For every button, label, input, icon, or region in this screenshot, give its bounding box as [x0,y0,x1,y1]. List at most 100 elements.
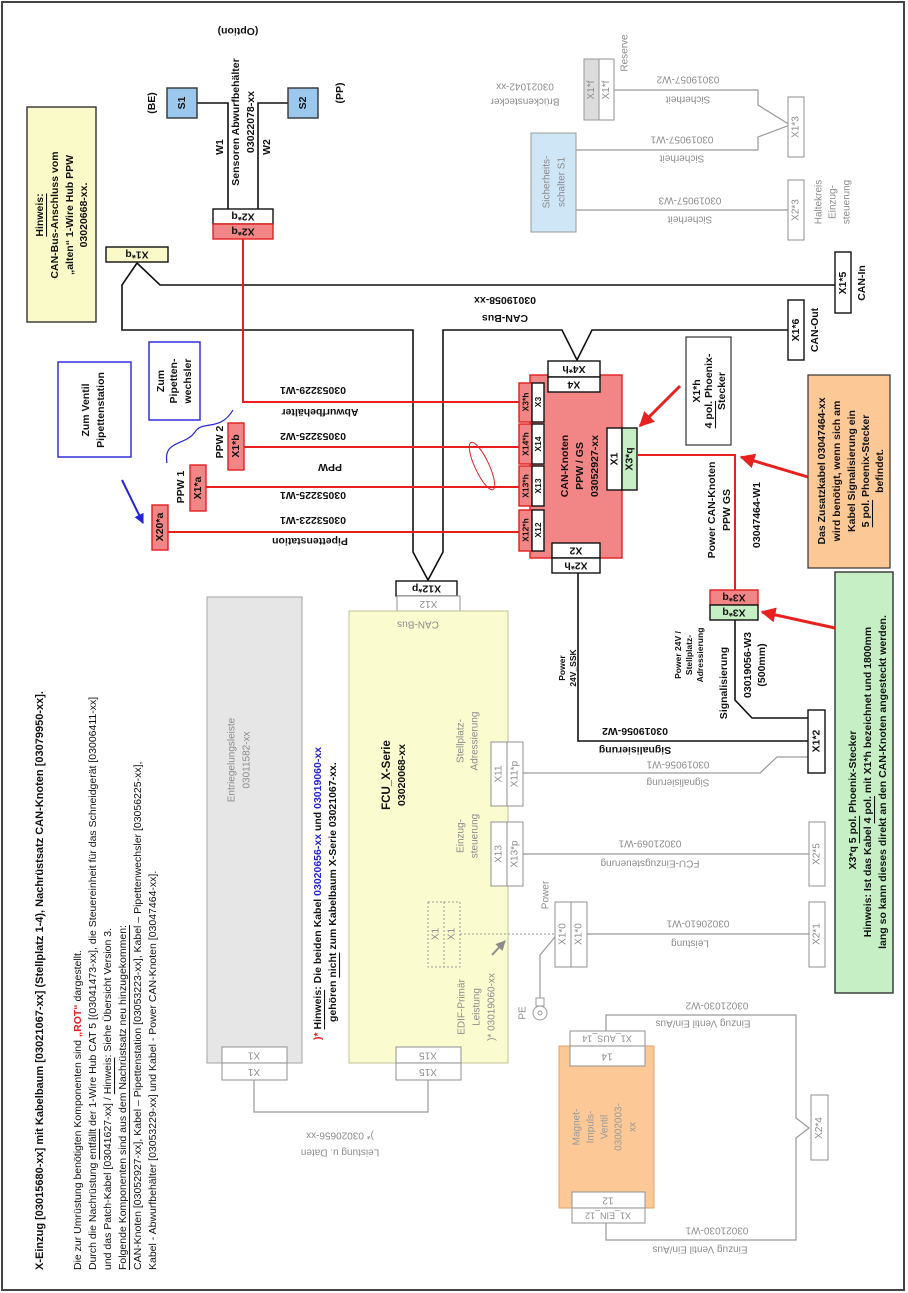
valve-label: 03002003- [614,1103,625,1151]
sensor-s1 [166,87,198,119]
haltekreis-label: Einzug- [828,185,839,219]
valve-label: Impuls- [586,1111,597,1144]
wire-label: Sicherheit [660,153,705,164]
connector-label: X1 [247,1066,260,1077]
connector-x11p [506,741,524,807]
power-cable-label: PPW GS [721,489,733,531]
connector-label: X1*b [230,434,242,457]
hinweis-line: 03020668-xx. [78,183,90,248]
edif-label: Leistung [472,988,483,1026]
connector-label: X1 [609,452,621,465]
wire-label: Sicherheit [666,94,711,105]
connector-x1b [227,422,245,471]
connector-label: X12 [533,522,543,537]
haltekreis-label: steuerung [842,180,853,224]
option-label: (Option) [218,25,259,37]
wire-label: FCU-Einzugsteuerung [601,858,700,869]
connector-x15 [395,1062,462,1081]
connector-label: X1*6 [790,318,802,341]
power-can-cable: Power CAN-Knoten PPW GS 03047464-W1 X3*q… [637,454,763,621]
connector-label: X3*h [521,393,531,412]
connector-label: X1*3 [791,116,802,138]
wire-label: 03019057-W2 [656,74,719,85]
connector-label: X11*p [510,760,521,787]
valve-box [558,1045,655,1209]
valve-label: xx [628,1122,639,1132]
edif-label: EDIF-Primär [457,979,468,1035]
hinweis-title: Hinweis: [34,193,46,236]
brace-icon [166,409,234,464]
notes-block: X-Einzug [03015680-xx] mit Kabelbaum [03… [34,691,159,1270]
connector-label: X13*h [521,474,531,498]
entriegelung-label: Entriegelungsleiste [227,717,238,802]
gray-arrow-icon [491,940,506,956]
fcu-box [348,610,509,1064]
hinweis-line: „alten“ 1-Wire Hub PPW [64,155,76,275]
connector-label: X3*q [722,592,745,604]
phoenix-note-line: X1*h [691,379,703,402]
can-out-label: CAN-Out [809,307,821,352]
valve-label: Magnet- [572,1109,583,1146]
wire-label: 03053223-W1 [280,514,346,526]
connector-x1q [105,246,169,263]
fcu-port-label: Stellplatz- [456,719,467,763]
connector-label: X1 [447,927,458,940]
connector-x3q [621,427,638,491]
connector-x1-6 [787,299,805,361]
wire-label: 03021030-W2 [685,1000,748,1011]
red-arrow-icon [739,453,809,479]
connector-label: X11 [494,765,505,782]
connector-label: X2*3 [791,199,802,221]
power-cable-part: 03047464-W1 [751,482,763,548]
connector-x2-3 [787,179,805,241]
sensor-s2 [287,87,319,119]
power-addr-label: Adressierung [695,628,705,683]
connector-label: X2*q [231,211,254,223]
orange-note-line: Kabel Signalisierung ein [846,410,858,532]
connector-label: X3*q [624,447,636,470]
green-note-line: X3*q 5 pol. Phoenix-Stecker [847,731,859,870]
red-arrow-icon [638,384,682,428]
cable-bundle-marker [468,441,496,491]
be-label: (BE) [146,92,158,114]
power-ssk-label: Power [557,655,567,681]
w2-label: W2 [261,139,273,155]
pe-terminal [535,997,545,1007]
connector-label: X2*q [231,226,254,238]
connector-label: X2*5 [812,843,823,865]
connector-label: X1 [247,1050,260,1061]
cable-name: Leistung u. Daten [301,1147,379,1158]
notes-line-5: CAN-Knoten [03052927-xx], Kabel – Pipett… [132,762,144,1270]
connector-label: X1*0 [558,923,569,945]
connector-label: X1*f [601,80,612,99]
wire-label: Einzug Ventil Ein/Aus [655,1018,750,1029]
orange-note-line: Das Zusatzkabel 03047464-xx [816,397,828,544]
connector-x2-5 [808,821,826,887]
wire-label: 03053225-W2 [280,430,346,442]
green-note-line: Hinweis: Ist das Kabel 4 pol. mit X1*h b… [862,627,874,937]
can-node-label: 03052927-xx [589,435,601,497]
bridge-part: 03021042-xx [496,81,554,92]
connector-label: X4 [567,379,580,391]
wire-label: Sicherheit [668,214,713,225]
safety-switch-label: schalter S1 [557,157,568,207]
power-cable-label: Power CAN-Knoten [706,462,718,559]
connector-x2-1 [808,901,826,968]
reserve-label: Reserve [620,34,631,72]
connector-x1-3 [787,96,805,158]
valve-label: Ventil [600,1115,611,1139]
hinweis-box: Hinweis: CAN-Bus-Anschluss vom „alten“ 1… [26,106,97,323]
connector-x1-ein-12 [571,1207,646,1224]
entriegelung-label: 03011582-xx [242,731,253,788]
connector-label: X2*h [564,560,587,572]
fcu-unit: CAN-Bus FCU_X-Serie 03020068-xx Stellpla… [348,610,826,1081]
connector-x1f [598,58,615,121]
fcu-port-label: Adressierung [470,712,481,771]
notes-line-2: Durch die Nachrüstung entfällt der 1-Wir… [87,697,99,1270]
connector-label: X1*2 [811,729,823,752]
entriegelungsleiste: Entriegelungsleiste 03011582-xx X1 X1 )*… [206,596,429,1158]
wire-label: 03019056-W1 [646,759,709,770]
